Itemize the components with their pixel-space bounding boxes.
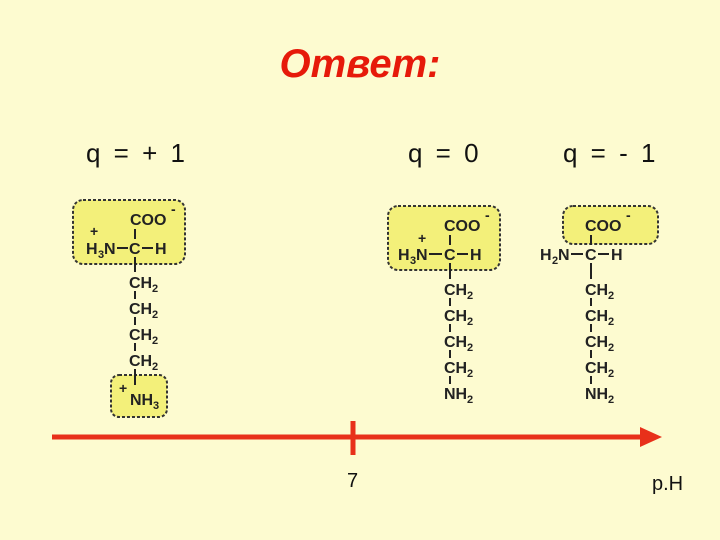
carboxyl-charge: - xyxy=(626,207,631,223)
side-amino-subscript: 2 xyxy=(467,394,473,406)
amino-N-label: N xyxy=(416,247,428,264)
alpha-H-label: H xyxy=(470,247,482,264)
alpha-group-box xyxy=(387,205,501,271)
alpha-carbon-label: C xyxy=(444,247,456,264)
amino-subscript: 3 xyxy=(98,249,104,261)
side-amino-label: NH xyxy=(585,386,608,403)
ch2-label: CH xyxy=(444,360,467,377)
ch2-subscript: 2 xyxy=(608,342,614,354)
amino-charge: + xyxy=(418,230,426,246)
structure-positive: COO - + H 3 N C H CH 2 CH 2 CH 2 CH 2 + … xyxy=(72,199,186,418)
alpha-H-label: H xyxy=(155,241,167,258)
ch2-label: CH xyxy=(129,301,152,318)
axis-tick-label: 7 xyxy=(347,470,359,492)
carboxyl-charge: - xyxy=(171,201,176,217)
charge-label-negative: q = - 1 xyxy=(563,138,659,168)
ch2-subscript: 2 xyxy=(152,361,158,373)
ch2-subscript: 2 xyxy=(608,290,614,302)
ph-axis xyxy=(52,421,662,455)
amino-charge: + xyxy=(90,223,98,239)
side-amino-charge: + xyxy=(119,380,127,396)
ch2-label: CH xyxy=(129,275,152,292)
carboxyl-charge: - xyxy=(485,207,490,223)
side-amino-subscript: 3 xyxy=(153,400,159,412)
axis-arrowhead xyxy=(640,427,662,447)
ch2-subscript: 2 xyxy=(467,316,473,328)
side-amino-subscript: 2 xyxy=(608,394,614,406)
ch2-label: CH xyxy=(129,353,152,370)
ch2-subscript: 2 xyxy=(467,368,473,380)
charge-label-positive: q = + 1 xyxy=(86,138,188,168)
amino-H-label: H xyxy=(86,241,98,258)
ch2-subscript: 2 xyxy=(152,283,158,295)
alpha-carbon-label: C xyxy=(585,247,597,264)
amino-subscript: 2 xyxy=(552,255,558,267)
ch2-subscript: 2 xyxy=(152,309,158,321)
ch2-label: CH xyxy=(585,360,608,377)
carboxyl-label: COO xyxy=(444,218,480,235)
ch2-subscript: 2 xyxy=(152,335,158,347)
alpha-group-box xyxy=(72,199,186,265)
ch2-label: CH xyxy=(129,327,152,344)
ch2-label: CH xyxy=(585,282,608,299)
axis-label: p.H xyxy=(652,473,684,495)
side-amino-label: NH xyxy=(130,392,153,409)
alpha-carbon-label: C xyxy=(129,241,141,258)
alpha-H-label: H xyxy=(611,247,623,264)
side-amino-label: NH xyxy=(444,386,467,403)
ch2-subscript: 2 xyxy=(467,290,473,302)
alpha-group-box xyxy=(562,205,659,245)
ch2-subscript: 2 xyxy=(467,342,473,354)
amino-H-label: H xyxy=(540,247,552,264)
carboxyl-label: COO xyxy=(585,218,621,235)
ch2-subscript: 2 xyxy=(608,368,614,380)
structure-neutral: COO - + H 3 N C H CH 2 CH 2 CH 2 CH 2 NH… xyxy=(387,205,501,406)
ch2-label: CH xyxy=(444,334,467,351)
structure-negative: COO - H 2 N C H CH 2 CH 2 CH 2 CH 2 NH 2 xyxy=(540,205,659,406)
ch2-label: CH xyxy=(444,308,467,325)
amino-N-label: N xyxy=(558,247,570,264)
side-chain-amino-box xyxy=(110,374,168,418)
carboxyl-label: COO xyxy=(130,212,166,229)
ch2-subscript: 2 xyxy=(608,316,614,328)
ch2-label: CH xyxy=(585,308,608,325)
amino-N-label: N xyxy=(104,241,116,258)
ch2-label: CH xyxy=(585,334,608,351)
amino-H-label: H xyxy=(398,247,410,264)
ch2-label: CH xyxy=(444,282,467,299)
amino-subscript: 3 xyxy=(410,255,416,267)
page-title: Ответ: xyxy=(279,42,441,86)
charge-label-neutral: q = 0 xyxy=(408,138,482,168)
